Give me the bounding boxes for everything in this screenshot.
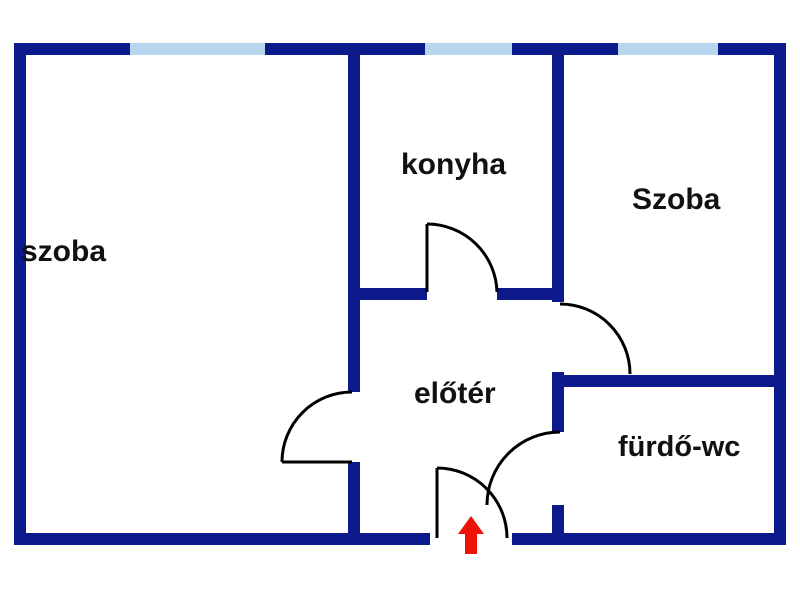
wall-kitchen-hall-left [348, 288, 427, 300]
room-label-left-room: szoba [21, 235, 107, 268]
window-left-room [130, 43, 265, 55]
room-label-bathroom: fürdő-wc [618, 431, 741, 463]
room-label-hall: előtér [414, 377, 496, 410]
window-right-room [618, 43, 718, 55]
room-label-right-room: Szoba [632, 183, 721, 216]
entrance-arrow-icon [458, 516, 484, 554]
wall-leftroom-upper [348, 43, 360, 392]
wall-kitchen-hall-right [497, 288, 564, 300]
kitchen-door-arc [426, 222, 499, 293]
entrance-door-arc [436, 466, 509, 539]
wall-kitchen-rightroom [552, 43, 564, 302]
outer-wall-right [774, 43, 786, 545]
wall-leftroom-lower [348, 462, 360, 545]
wall-rightroom-bathroom [552, 375, 786, 387]
outer-wall-left [14, 43, 26, 545]
outer-wall-bottom-left [14, 533, 430, 545]
window-kitchen [425, 43, 512, 55]
outer-wall-bottom-right [512, 533, 786, 545]
leftroom-door-arc [280, 390, 353, 463]
wall-hall-bathroom-upper [552, 372, 564, 432]
wall-hall-bathroom-lower [552, 505, 564, 545]
room-label-kitchen: konyha [401, 148, 507, 181]
bathroom-door-arc [485, 430, 561, 506]
rightroom-door-arc [559, 302, 632, 375]
